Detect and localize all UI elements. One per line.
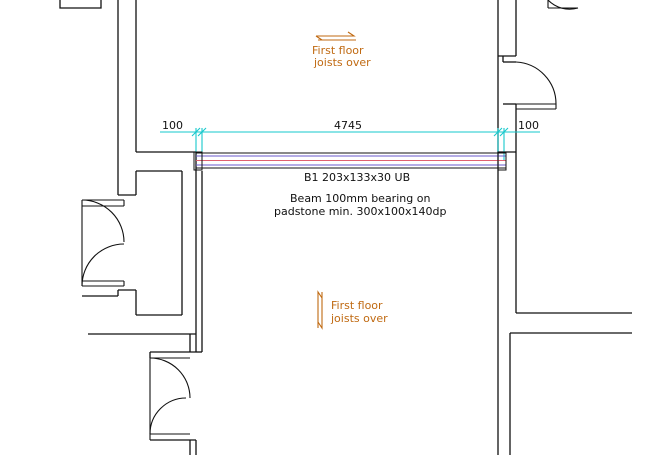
dimension-line: [160, 127, 540, 160]
door-left-lower: [149, 357, 191, 440]
joist-note-lower-line1: First floor: [331, 299, 383, 312]
dimension-span: 4745: [334, 119, 362, 132]
wall-top-left-stub: [59, 0, 102, 9]
dimension-left-bearing: 100: [162, 119, 183, 132]
beam-label: B1 203x133x30 UB: [304, 171, 410, 184]
door-left-upper: [81, 199, 125, 287]
wall-right: [497, 0, 632, 455]
door-right: [515, 0, 579, 110]
beam-note-line2: padstone min. 300x100x140dp: [274, 205, 446, 218]
beam-note-line1: Beam 100mm bearing on: [290, 192, 430, 205]
dimension-right-bearing: 100: [518, 119, 539, 132]
beam-b1: [193, 151, 507, 171]
joist-note-upper-line2: joists over: [313, 56, 371, 69]
wall-left: [82, 0, 203, 455]
joist-direction-arrow-lower: [317, 290, 323, 330]
joist-note-upper-line1: First floor: [312, 44, 364, 57]
joist-direction-arrow-upper: [315, 31, 356, 41]
joist-note-lower-line2: joists over: [330, 312, 388, 325]
